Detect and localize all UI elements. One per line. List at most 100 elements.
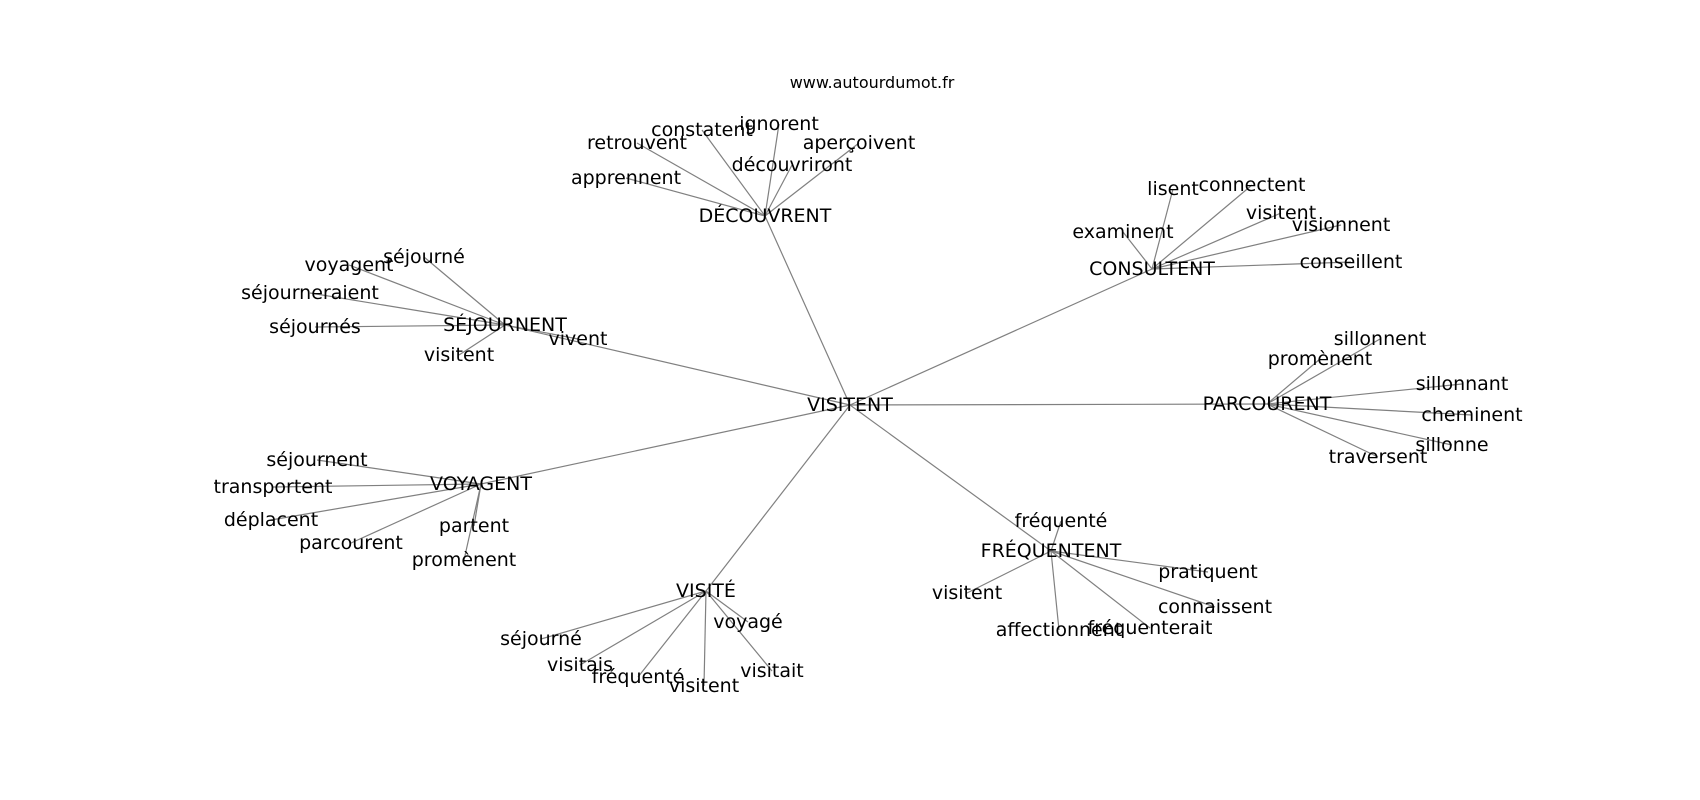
word-node: connaissent — [1158, 596, 1272, 618]
word-node: promènent — [412, 549, 517, 571]
hub-node: VOYAGENT — [430, 473, 532, 495]
hub-word-edge — [1151, 212, 1282, 270]
word-node: visitent — [424, 344, 494, 366]
word-node: déplacent — [224, 509, 318, 531]
graph-edges — [270, 123, 1473, 687]
word-node: sillonnant — [1416, 373, 1509, 395]
hub-word-edge — [701, 129, 766, 217]
graph-labels: VISITENTDÉCOUVRENTapprennentretrouventco… — [214, 113, 1523, 697]
hub-word-edge — [463, 483, 482, 561]
hub-word-edge — [1050, 520, 1062, 552]
word-node: conseillent — [1300, 251, 1403, 273]
word-node: constatent — [651, 119, 753, 141]
center-hub-edge — [849, 404, 1052, 552]
word-node: connectent — [1199, 174, 1306, 196]
hub-word-edge — [540, 590, 707, 640]
hub-word-edge — [348, 264, 506, 326]
word-node: parcourent — [299, 532, 403, 554]
hub-word-edge — [316, 459, 482, 485]
hub-word-edge — [309, 292, 506, 326]
word-node: fréquenté — [592, 666, 685, 688]
hub-word-edge — [764, 164, 793, 217]
hub-node: SÉJOURNENT — [443, 313, 567, 336]
word-node: visitent — [932, 582, 1002, 604]
hub-word-edge — [1151, 188, 1174, 270]
source-url: www.autourdumot.fr — [790, 73, 955, 92]
word-node: découvriront — [732, 154, 853, 176]
hub-word-edge — [966, 550, 1052, 594]
hub-word-edge — [1050, 550, 1209, 573]
hub-node: PARCOURENT — [1203, 393, 1332, 415]
hub-word-edge — [1050, 550, 1151, 629]
word-node: retrouvent — [587, 132, 687, 154]
word-node: séjournent — [266, 449, 367, 471]
hub-word-edge — [637, 590, 707, 678]
word-node: fréquenté — [1015, 510, 1108, 532]
center-node: VISITENT — [807, 394, 893, 416]
word-node: pratiquent — [1158, 561, 1258, 583]
word-node: traversent — [1329, 446, 1428, 468]
center-hub-edge — [480, 404, 851, 485]
word-node: visitent — [1246, 202, 1316, 224]
hub-word-edge — [705, 590, 773, 672]
center-hub-edge — [764, 215, 851, 406]
hub-word-edge — [625, 177, 766, 217]
hub-word-edge — [764, 142, 860, 217]
hub-word-edge — [1266, 383, 1463, 405]
hub-word-edge — [423, 256, 506, 326]
hub-word-edge — [1266, 358, 1321, 405]
word-node: apprennent — [571, 167, 681, 189]
hub-word-edge — [636, 142, 766, 217]
word-node: sillonnent — [1334, 328, 1427, 350]
center-hub-edge — [504, 324, 851, 406]
word-node: séjournés — [269, 316, 361, 338]
hub-word-edge — [314, 324, 506, 328]
hub-word-edge — [703, 590, 707, 687]
hub-word-edge — [1151, 224, 1342, 270]
hub-node: FRÉQUENTENT — [981, 539, 1122, 562]
word-node: fréquenterait — [1088, 617, 1213, 639]
hub-node: DÉCOUVRENT — [699, 204, 832, 227]
word-node: visitais — [547, 654, 613, 676]
word-node: ignorent — [739, 113, 819, 135]
hub-word-edge — [705, 590, 749, 623]
word-node: visitent — [669, 675, 739, 697]
hub-word-edge — [350, 483, 482, 544]
word-node: sillonne — [1415, 434, 1488, 456]
hub-word-edge — [1151, 184, 1253, 270]
hub-word-edge — [1050, 550, 1060, 631]
hub-node: VISITÉ — [676, 579, 736, 602]
hub-word-edge — [1266, 403, 1473, 416]
word-node: vivent — [549, 328, 608, 350]
hub-word-edge — [1151, 261, 1352, 270]
hub-word-edge — [504, 324, 579, 340]
hub-word-edge — [1050, 550, 1216, 608]
hub-word-edge — [1122, 231, 1153, 270]
word-node: lisent — [1147, 178, 1199, 200]
word-node: cheminent — [1421, 404, 1522, 426]
hub-word-edge — [764, 123, 780, 217]
word-node: visitait — [740, 660, 804, 682]
word-node: séjourné — [500, 628, 582, 650]
word-node: aperçoivent — [803, 132, 916, 154]
center-hub-edge — [849, 268, 1153, 406]
word-node: promènent — [1268, 348, 1373, 370]
word-node: examinent — [1072, 221, 1173, 243]
word-node: visionnent — [1292, 214, 1391, 236]
hub-word-edge — [272, 483, 482, 488]
center-hub-edge — [705, 404, 851, 592]
word-node: transportent — [214, 476, 333, 498]
word-node: séjourneraient — [241, 282, 379, 304]
hub-word-edge — [1266, 403, 1379, 458]
hub-word-edge — [579, 590, 707, 666]
word-node: voyagent — [305, 254, 394, 276]
word-node: voyagé — [713, 611, 783, 633]
word-node: affectionnent — [996, 619, 1123, 641]
hub-word-edge — [1266, 338, 1381, 405]
word-node: séjourné — [383, 246, 465, 268]
hub-word-edge — [458, 324, 506, 356]
center-hub-edge — [849, 403, 1268, 406]
hub-word-edge — [1266, 403, 1453, 446]
hub-word-edge — [270, 483, 482, 521]
